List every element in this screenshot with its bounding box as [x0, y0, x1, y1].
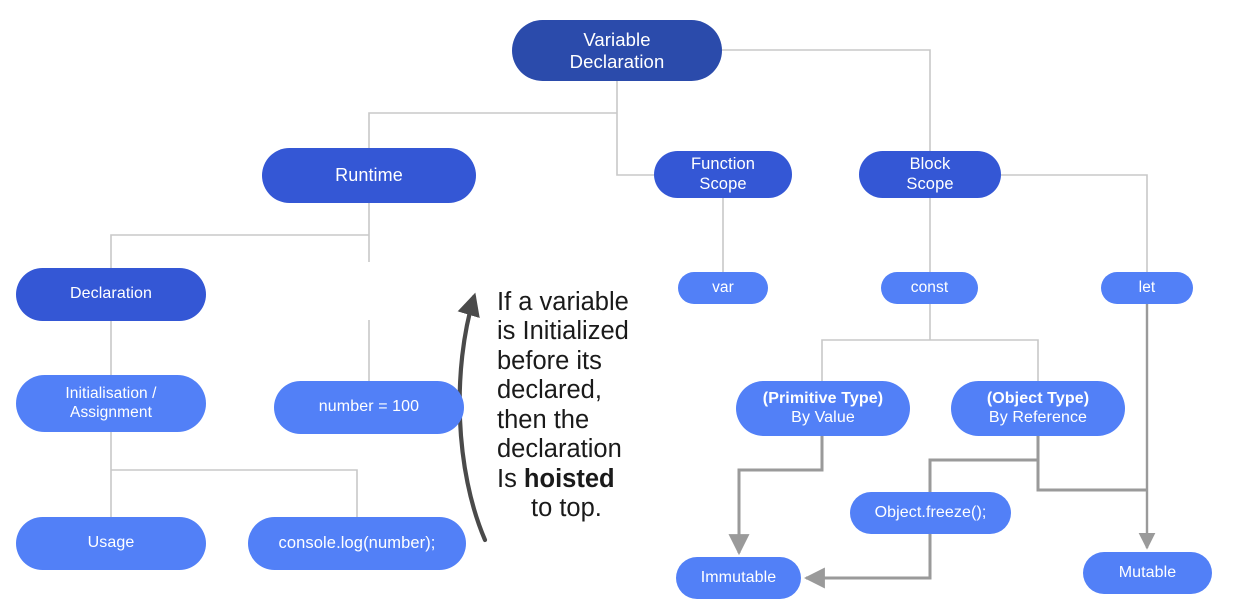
node-label-secondary: Scope: [906, 174, 954, 193]
edge-freeze-to-immutable: [803, 534, 932, 589]
node-label-secondary: Scope: [699, 174, 747, 193]
edge-root-to-runtime: [368, 112, 617, 148]
node-usage[interactable]: Usage: [16, 517, 206, 570]
node-label-secondary: By Reference: [988, 408, 1088, 426]
node-declaration[interactable]: Declaration: [16, 268, 206, 321]
node-runtime[interactable]: Runtime: [262, 148, 476, 203]
node-label-primary: Block: [909, 155, 951, 174]
node-object-freeze[interactable]: Object.freeze();: [850, 492, 1011, 534]
edge-const-to-object: [930, 339, 1039, 381]
annotation-text-before: If a variable is Initialized before its …: [497, 288, 629, 493]
edge-object-to-freeze: [928, 436, 1040, 492]
annotation-emphasis: hoisted: [523, 464, 615, 493]
hoisting-annotation: If a variable is Initialized before its …: [497, 288, 647, 524]
node-label-secondary: Assignment: [70, 403, 152, 421]
node-console-log[interactable]: console.log(number);: [248, 517, 466, 570]
node-label-primary: (Primitive Type): [762, 389, 884, 407]
node-let[interactable]: let: [1101, 272, 1193, 304]
node-label-primary: Runtime: [335, 164, 403, 185]
node-label-primary: number = 100: [318, 398, 420, 416]
annotation-text-after: to top.: [531, 494, 602, 523]
edge-object-to-mutable: [1036, 436, 1147, 492]
node-label-primary: Mutable: [1118, 563, 1177, 581]
node-label-primary: (Object Type): [986, 389, 1090, 407]
node-label-primary: Immutable: [700, 568, 777, 586]
node-primitive-type[interactable]: (Primitive Type)By Value: [736, 381, 910, 436]
node-label-primary: Object.freeze();: [874, 503, 987, 521]
node-label-primary: var: [712, 278, 734, 296]
edge-block-scope-to-let: [1001, 174, 1148, 272]
node-label-primary: let: [1138, 278, 1156, 296]
node-label-primary: const: [910, 278, 949, 296]
node-initialisation-assignment[interactable]: Initialisation /Assignment: [16, 375, 206, 432]
node-label-primary: Function: [690, 155, 756, 174]
node-number-assignment[interactable]: number = 100: [274, 381, 464, 434]
node-object-type[interactable]: (Object Type)By Reference: [951, 381, 1125, 436]
edge-runtime-to-declaration: [110, 234, 369, 268]
edge-root-to-block-scope: [722, 49, 931, 151]
node-var[interactable]: var: [678, 272, 768, 304]
node-label-primary: Initialisation /: [65, 385, 157, 403]
edge-primitive-to-immutable: [728, 436, 824, 556]
edge-root-to-function-scope: [616, 113, 654, 176]
node-label-primary: Usage: [87, 534, 135, 552]
node-label-primary: Variable: [583, 28, 651, 50]
node-const[interactable]: const: [881, 272, 978, 304]
node-label-secondary: By Value: [791, 408, 855, 426]
node-immutable[interactable]: Immutable: [676, 557, 801, 599]
node-label-primary: Declaration: [69, 285, 153, 303]
callout-curve-arrow: [457, 292, 488, 543]
node-mutable[interactable]: Mutable: [1083, 552, 1212, 594]
edge-const-to-primitive: [821, 339, 930, 381]
node-label-secondary: Declaration: [569, 50, 665, 72]
edge-initialisation-to-console: [111, 469, 358, 517]
node-label-primary: console.log(number);: [278, 533, 436, 552]
